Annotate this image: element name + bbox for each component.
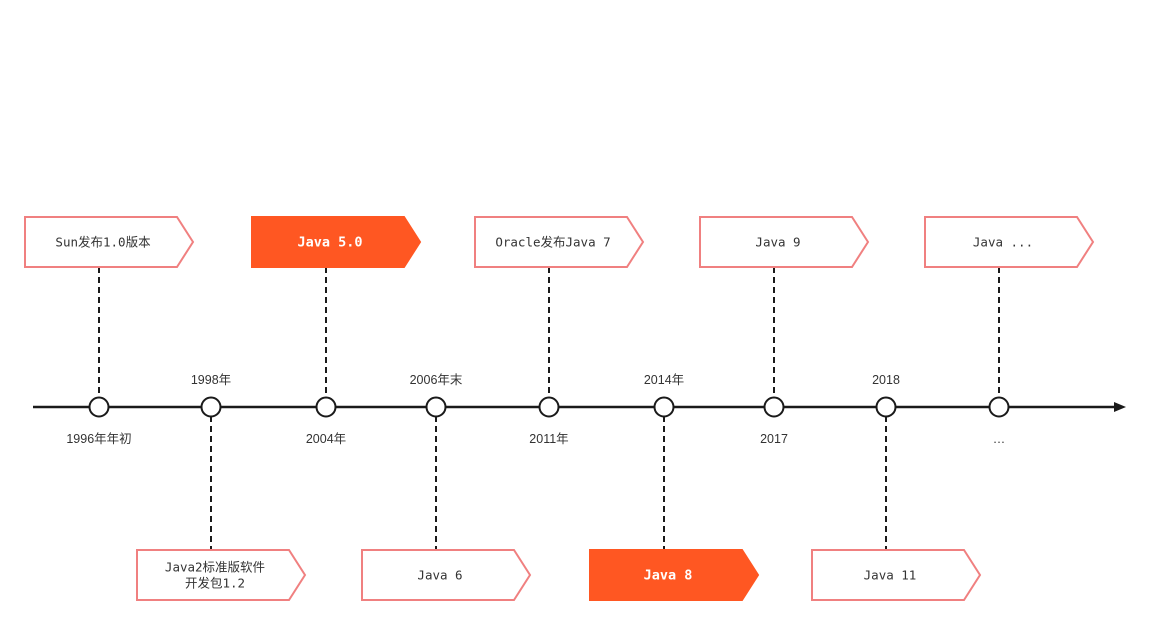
- event-date: 1998年: [191, 373, 231, 387]
- timeline-event: Java 6 2006年末: [361, 373, 532, 601]
- event-label: Java 6: [417, 568, 462, 583]
- event-box-highlighted: [251, 216, 422, 268]
- event-date: 1996年年初: [66, 432, 131, 446]
- event-box: [361, 549, 532, 601]
- timeline-node: [425, 396, 447, 418]
- event-box: [474, 216, 645, 268]
- event-date: …: [993, 432, 1006, 446]
- event-date: 2017: [760, 432, 788, 446]
- event-label: Oracle发布Java 7: [495, 235, 610, 250]
- event-box: [24, 216, 195, 268]
- timeline-node: [88, 396, 110, 418]
- timeline-event: Java 5.0 2004年: [251, 216, 422, 446]
- timeline-node: [538, 396, 560, 418]
- event-label: Java 8: [644, 568, 693, 584]
- event-label: Java 11: [864, 568, 917, 583]
- timeline-node: [988, 396, 1010, 418]
- timeline-event: Java ... …: [924, 216, 1095, 446]
- event-box-highlighted: [589, 549, 760, 601]
- event-label: Java 5.0: [297, 235, 362, 251]
- event-label: Java 9: [755, 235, 800, 250]
- event-box: [924, 216, 1095, 268]
- event-label: Java2标准版软件: [165, 560, 265, 575]
- event-box: [811, 549, 982, 601]
- event-label: Sun发布1.0版本: [55, 235, 151, 250]
- event-date: 2014年: [644, 373, 684, 387]
- timeline-events: Sun发布1.0版本1996年年初Java2标准版软件开发包1.21998年Ja…: [24, 216, 1095, 601]
- timeline-event: Oracle发布Java 7 2011年: [474, 216, 645, 446]
- event-label: 开发包1.2: [185, 576, 245, 591]
- event-box: [699, 216, 870, 268]
- event-box: [136, 549, 307, 601]
- timeline-event: Java 11 2018: [811, 373, 982, 601]
- timeline-node: [200, 396, 222, 418]
- timeline-node: [763, 396, 785, 418]
- event-date: 2004年: [306, 432, 346, 446]
- timeline-node: [653, 396, 675, 418]
- timeline-event: Sun发布1.0版本 1996年年初: [24, 216, 195, 446]
- event-date: 2018: [872, 373, 900, 387]
- event-date: 2011年: [529, 432, 568, 446]
- timeline-node: [875, 396, 897, 418]
- event-label: Java ...: [973, 235, 1033, 250]
- timeline-event: Java 9 2017: [699, 216, 870, 446]
- timeline-event: Java 8 2014年: [589, 373, 760, 601]
- event-date: 2006年末: [410, 373, 463, 387]
- timeline-node: [315, 396, 337, 418]
